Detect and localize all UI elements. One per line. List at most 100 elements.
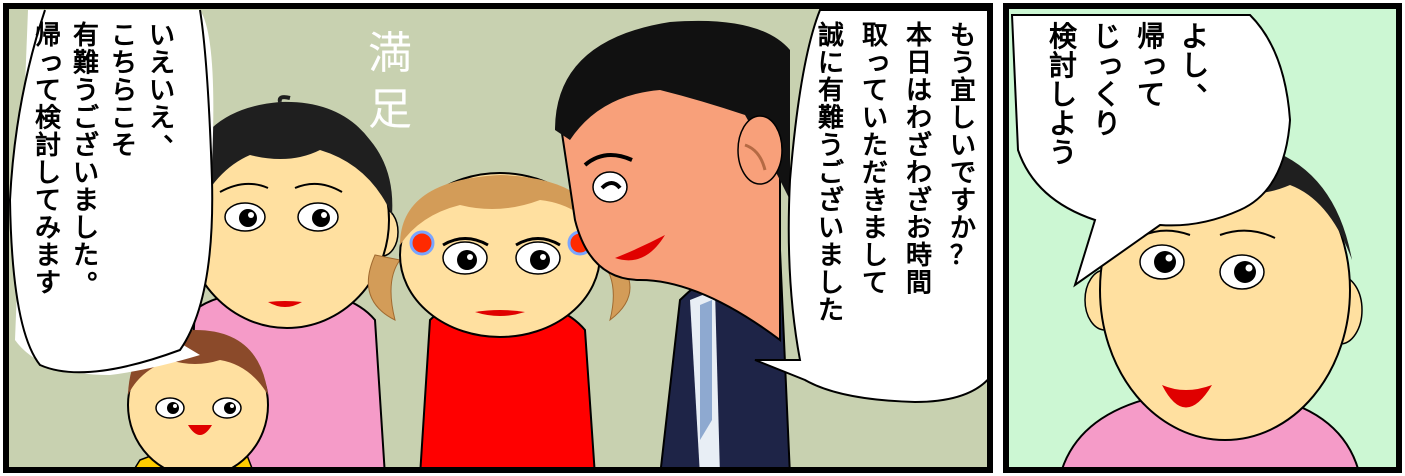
svg-text:い: い xyxy=(818,214,844,244)
svg-text:し: し xyxy=(73,214,99,244)
svg-text:い: い xyxy=(73,159,99,189)
svg-text:た: た xyxy=(73,241,99,271)
handwritten-note: 満足 xyxy=(368,28,412,135)
svg-text:有: 有 xyxy=(73,21,99,51)
svg-text:た: た xyxy=(818,296,844,326)
svg-text:っ: っ xyxy=(865,47,891,77)
svg-text:ご: ご xyxy=(818,158,844,189)
svg-text:？: ？ xyxy=(950,241,976,271)
svg-text:し: し xyxy=(950,104,976,134)
svg-text:難: 難 xyxy=(73,49,99,79)
svg-text:わ: わ xyxy=(906,104,932,134)
svg-text:足: 足 xyxy=(368,84,412,135)
svg-text:有: 有 xyxy=(818,76,844,106)
svg-text:宜: 宜 xyxy=(950,75,976,106)
svg-text:そ: そ xyxy=(111,131,137,161)
svg-text:い: い xyxy=(149,21,175,51)
svg-text:す: す xyxy=(950,186,976,216)
svg-text:い: い xyxy=(950,131,976,161)
svg-text:、: 、 xyxy=(163,118,189,148)
svg-text:ま: ま xyxy=(35,241,61,271)
svg-text:ま: ま xyxy=(73,186,99,216)
svg-text:、: 、 xyxy=(1196,64,1224,97)
svg-text:し: し xyxy=(35,159,61,189)
svg-text:ま: ま xyxy=(862,214,888,244)
svg-text:に: に xyxy=(818,49,844,79)
svg-text:ご: ご xyxy=(73,103,99,134)
svg-text:う: う xyxy=(1049,136,1077,169)
svg-text:。: 。 xyxy=(87,256,113,286)
svg-text:え: え xyxy=(149,104,175,134)
svg-text:て: て xyxy=(35,186,61,216)
svg-text:時: 時 xyxy=(906,241,932,271)
speech-line: 帰って xyxy=(1137,20,1168,111)
svg-text:し: し xyxy=(862,241,888,271)
svg-text:検: 検 xyxy=(1049,20,1078,53)
svg-text:こ: こ xyxy=(111,104,137,134)
svg-text:で: で xyxy=(950,159,976,189)
svg-text:誠: 誠 xyxy=(818,21,844,51)
svg-text:じ: じ xyxy=(1093,20,1121,53)
svg-text:お: お xyxy=(906,214,932,244)
svg-text:間: 間 xyxy=(906,269,932,299)
svg-text:こ: こ xyxy=(111,21,137,51)
svg-text:し: し xyxy=(1181,49,1209,82)
svg-text:く: く xyxy=(1093,78,1121,111)
svg-text:は: は xyxy=(906,76,932,106)
svg-text:っ: っ xyxy=(38,47,64,77)
svg-text:し: し xyxy=(1049,78,1077,111)
svg-text:取: 取 xyxy=(862,21,888,51)
svg-text:よ: よ xyxy=(1181,20,1209,53)
svg-text:わ: わ xyxy=(906,159,932,189)
svg-text:う: う xyxy=(818,131,844,161)
svg-text:帰: 帰 xyxy=(35,21,61,51)
svg-text:討: 討 xyxy=(35,130,61,161)
svg-text:本: 本 xyxy=(906,21,932,51)
svg-text:し: し xyxy=(818,269,844,299)
svg-text:う: う xyxy=(73,76,99,106)
svg-text:満: 満 xyxy=(368,28,412,79)
svg-text:討: 討 xyxy=(1049,49,1077,82)
svg-text:い: い xyxy=(149,76,175,106)
left-panel-border xyxy=(3,3,993,473)
svg-text:ち: ち xyxy=(111,49,137,79)
svg-text:ざ: ざ xyxy=(73,130,99,161)
svg-text:す: す xyxy=(35,269,61,299)
svg-text:ま: ま xyxy=(818,241,844,271)
svg-text:よ: よ xyxy=(1049,107,1077,140)
svg-text:帰: 帰 xyxy=(1137,20,1165,53)
svg-text:う: う xyxy=(950,49,976,79)
svg-text:て: て xyxy=(1137,78,1165,111)
svg-text:日: 日 xyxy=(906,49,932,79)
speech-line: よし、 xyxy=(1181,20,1224,97)
svg-text:ざ: ざ xyxy=(818,185,844,216)
svg-text:ら: ら xyxy=(111,76,137,106)
svg-text:り: り xyxy=(1093,107,1121,140)
svg-text:検: 検 xyxy=(35,104,62,134)
svg-text:き: き xyxy=(862,186,888,216)
svg-text:え: え xyxy=(149,49,175,79)
svg-text:た: た xyxy=(862,131,888,161)
svg-text:っ: っ xyxy=(1096,47,1124,80)
girl-character xyxy=(367,172,631,470)
svg-text:い: い xyxy=(862,104,888,134)
